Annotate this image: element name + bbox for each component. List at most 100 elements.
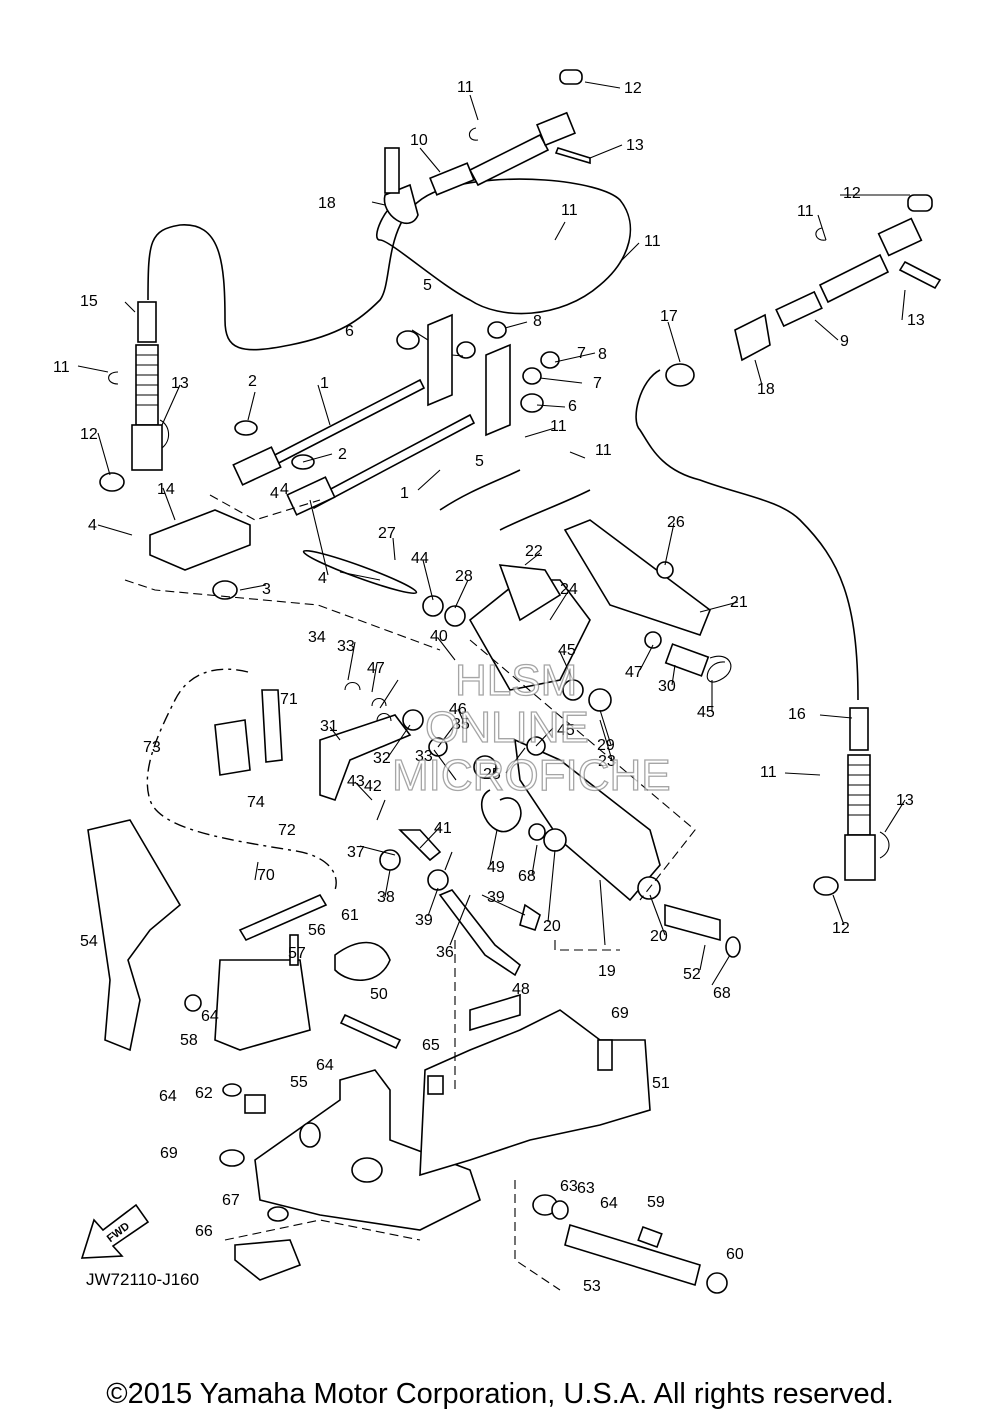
callout-6: 6 xyxy=(345,323,354,340)
left-cable-assembly xyxy=(99,301,170,492)
callout-69: 69 xyxy=(160,1145,178,1162)
callout-64: 64 xyxy=(316,1057,334,1074)
callout-5: 5 xyxy=(423,277,432,294)
callout-63: 63 xyxy=(577,1180,595,1197)
callout-53: 53 xyxy=(583,1278,601,1295)
cable-brackets xyxy=(396,313,560,437)
callout-13: 13 xyxy=(896,792,914,809)
callout-2: 2 xyxy=(248,373,257,390)
callout-18: 18 xyxy=(318,195,336,212)
callout-20: 20 xyxy=(543,918,561,935)
callout-51: 51 xyxy=(652,1075,670,1092)
callout-12: 12 xyxy=(80,426,98,443)
callout-68: 68 xyxy=(518,868,536,885)
callout-9: 9 xyxy=(840,333,849,350)
callout-65: 65 xyxy=(422,1037,440,1054)
callout-38: 38 xyxy=(377,889,395,906)
callout-4: 4 xyxy=(88,517,97,534)
control-rods xyxy=(124,378,476,651)
callout-33: 33 xyxy=(415,748,433,765)
callout-43: 43 xyxy=(347,773,365,790)
callout-11: 11 xyxy=(797,203,814,220)
callout-49: 49 xyxy=(487,859,505,876)
part-code: JW72110-J160 xyxy=(86,1270,200,1289)
callout-13: 13 xyxy=(171,375,189,392)
callout-4: 4 xyxy=(318,570,327,587)
callout-1: 1 xyxy=(400,485,409,502)
callout-57: 57 xyxy=(288,945,306,962)
callout-48: 48 xyxy=(512,981,530,998)
linkage-parts xyxy=(87,689,402,1281)
callout-54: 54 xyxy=(80,933,98,950)
callout-39: 39 xyxy=(487,889,505,906)
right-lower-cable-assembly xyxy=(813,707,890,896)
callout-69: 69 xyxy=(611,1005,629,1022)
callout-15: 15 xyxy=(80,293,98,310)
callout-47: 47 xyxy=(367,660,385,677)
callout-27: 27 xyxy=(378,525,396,542)
callout-labels: 1122344445566778891011111111111111111212… xyxy=(53,79,925,1295)
right-top-cable-assembly xyxy=(665,194,942,387)
callout-31: 31 xyxy=(320,718,338,735)
callout-64: 64 xyxy=(600,1195,618,1212)
callout-33: 33 xyxy=(337,638,355,655)
callout-4: 4 xyxy=(270,485,279,502)
callout-18: 18 xyxy=(757,381,775,398)
callout-32: 32 xyxy=(373,750,391,767)
callout-45: 45 xyxy=(697,704,715,721)
callout-11: 11 xyxy=(457,79,474,96)
callout-45: 45 xyxy=(558,642,576,659)
base-frame xyxy=(224,940,651,1241)
callout-1: 1 xyxy=(320,375,329,392)
callout-12: 12 xyxy=(843,185,861,202)
callout-70: 70 xyxy=(257,867,275,884)
callout-21: 21 xyxy=(730,594,748,611)
callout-8: 8 xyxy=(533,313,542,330)
callout-47: 47 xyxy=(625,664,643,681)
callout-29: 29 xyxy=(597,737,615,754)
callout-19: 19 xyxy=(598,963,616,980)
callout-11: 11 xyxy=(550,418,567,435)
leader-lines xyxy=(77,81,910,986)
callout-56: 56 xyxy=(308,922,326,939)
callout-24: 24 xyxy=(560,581,578,598)
callout-7: 7 xyxy=(593,375,602,392)
top-cable-assembly xyxy=(383,69,591,224)
shaft-assembly xyxy=(514,1180,728,1294)
callout-41: 41 xyxy=(434,820,452,837)
callout-3: 3 xyxy=(262,581,271,598)
callout-64: 64 xyxy=(201,1008,219,1025)
callout-4: 4 xyxy=(280,481,289,498)
callout-30: 30 xyxy=(658,678,676,695)
callout-59: 59 xyxy=(647,1194,665,1211)
callout-13: 13 xyxy=(626,137,644,154)
callout-8: 8 xyxy=(598,346,607,363)
callout-44: 44 xyxy=(411,550,429,567)
callout-14: 14 xyxy=(157,481,175,498)
callout-20: 20 xyxy=(650,928,668,945)
callout-16: 16 xyxy=(788,706,806,723)
callout-2: 2 xyxy=(338,446,347,463)
watermark: HLSM ONLINE MICROFICHE xyxy=(391,655,671,800)
callout-66: 66 xyxy=(195,1223,213,1240)
callout-74: 74 xyxy=(247,794,265,811)
callout-50: 50 xyxy=(370,986,388,1003)
callout-10: 10 xyxy=(410,132,428,149)
callout-39: 39 xyxy=(415,912,433,929)
callout-12: 12 xyxy=(832,920,850,937)
callout-72: 72 xyxy=(278,822,296,839)
callout-55: 55 xyxy=(290,1074,308,1091)
watermark-line-2: ONLINE xyxy=(425,703,589,752)
callout-28: 28 xyxy=(455,568,473,585)
callout-63: 63 xyxy=(560,1178,578,1195)
callout-68: 68 xyxy=(713,985,731,1002)
callout-6: 6 xyxy=(568,398,577,415)
watermark-line-3: MICROFICHE xyxy=(392,751,671,800)
callout-11: 11 xyxy=(53,359,70,376)
callout-46: 46 xyxy=(449,701,467,718)
callout-12: 12 xyxy=(624,80,642,97)
callout-34: 34 xyxy=(308,629,326,646)
callout-26: 26 xyxy=(667,514,685,531)
callout-37: 37 xyxy=(347,844,365,861)
